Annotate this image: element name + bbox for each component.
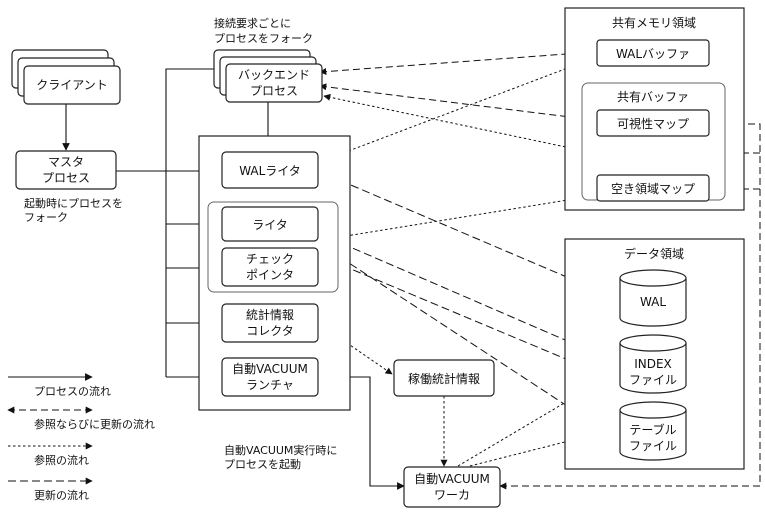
runtime-stats-box	[393, 359, 495, 397]
visibility-map-label: 可視性マップ	[617, 116, 689, 131]
index-file-cylinder	[619, 334, 687, 394]
ref-shared-buffer-writer	[339, 197, 581, 240]
runtime-stats-label: 稼働統計情報	[408, 371, 480, 386]
master-label-2: プロセス	[42, 171, 90, 185]
legend-ref-update-label: 参照ならびに更新の流れ	[34, 417, 155, 431]
stats-collector-box	[221, 303, 319, 343]
wal-buffer-box	[596, 39, 710, 67]
backend-box	[225, 63, 323, 103]
client-box	[23, 65, 121, 105]
legend-ref-label: 参照の流れ	[34, 453, 89, 467]
autovacuum-worker-box	[403, 466, 501, 508]
checkpointer-label-2: ポインタ	[246, 268, 294, 282]
master-label-1: マスタ	[48, 155, 84, 169]
ref-wal-buffer-walwriter	[329, 57, 595, 160]
client-label: クライアント	[36, 78, 108, 92]
checkpointer-label-1: チェック	[246, 252, 294, 266]
writer-box	[221, 206, 319, 242]
annotation-fork-per-connection-1: 接続要求ごとに	[214, 16, 291, 30]
legend-process-flow-label: プロセスの流れ	[34, 384, 111, 398]
index-file-label-2: ファイル	[629, 373, 677, 387]
stats-collector-label-2: コレクタ	[246, 324, 294, 338]
annotation-fork-at-startup-1: 起動時にプロセスを	[24, 196, 123, 210]
shared-buffer-title: 共有バッファ	[617, 90, 689, 104]
autovacuum-launcher-label-2: ランチャ	[246, 378, 294, 392]
table-file-cylinder	[619, 401, 687, 461]
annotation-launch-on-vacuum-1: 自動VACUUM実行時に	[224, 443, 337, 457]
table-file-label-2: ファイル	[629, 439, 677, 453]
legend: プロセスの流れ 参照ならびに更新の流れ 参照の流れ 更新の流れ	[7, 373, 155, 502]
master-box	[15, 150, 117, 190]
annotation-fork-at-startup-2: フォーク	[24, 211, 68, 224]
writer-label: ライタ	[252, 218, 288, 232]
backend-label-1: バックエンド	[238, 68, 310, 82]
free-space-map-box	[596, 174, 710, 202]
index-file-label-1: INDEX	[634, 357, 672, 371]
ref-backend-shared-buffer	[323, 93, 581, 151]
refupd-backend-wal-buffer	[319, 48, 595, 76]
visibility-map-box	[596, 109, 710, 137]
annotation-fork-per-connection-2: プロセスをフォーク	[214, 32, 313, 45]
annotation-launch-on-vacuum-2: プロセスを起動	[224, 457, 301, 471]
wal-buffer-label: WALバッファ	[616, 47, 690, 61]
autovacuum-worker-label-1: 自動VACUUM	[414, 472, 490, 486]
shared-memory-title: 共有メモリ領域	[612, 15, 696, 30]
refupd-backend-visibility-map	[319, 83, 595, 123]
walwriter-box	[221, 151, 319, 189]
wal-cylinder	[619, 269, 687, 327]
free-space-map-label: 空き領域マップ	[611, 181, 695, 196]
stats-collector-label-1: 統計情報	[246, 307, 294, 322]
autovacuum-launcher-box	[221, 357, 319, 397]
flow-bus	[165, 68, 214, 171]
autovacuum-worker-label-2: ワーカ	[434, 488, 470, 502]
walwriter-label: WALライタ	[239, 164, 301, 178]
table-file-label-1: テーブル	[629, 422, 676, 437]
wal-label: WAL	[640, 295, 666, 309]
ref-worker-to-table	[469, 426, 621, 467]
legend-update-label: 更新の流れ	[34, 488, 89, 502]
backend-label-2: プロセス	[250, 84, 298, 98]
checkpointer-box	[221, 247, 319, 287]
autovacuum-launcher-label-1: 自動VACUUM	[232, 362, 308, 376]
data-region-title: データ領域	[624, 246, 684, 261]
